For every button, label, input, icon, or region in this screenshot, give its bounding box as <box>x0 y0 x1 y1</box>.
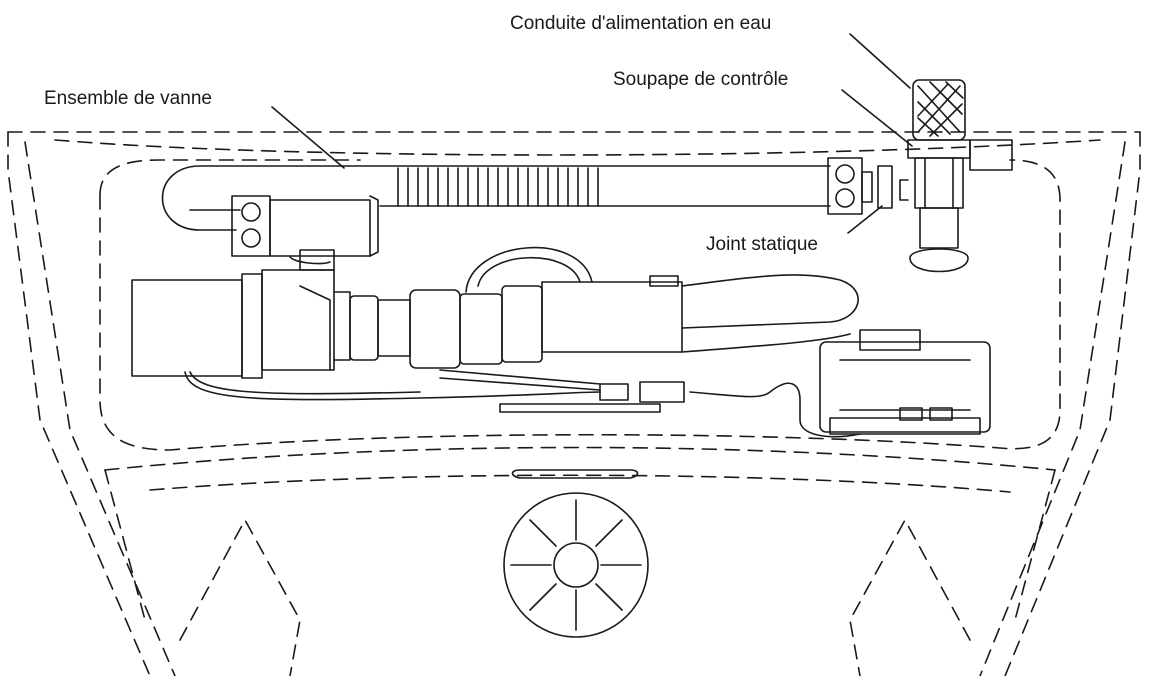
leader-check-valve <box>841 89 913 147</box>
leader-water-line <box>849 33 911 89</box>
check-valve <box>899 139 1013 273</box>
static-seal <box>861 165 893 209</box>
valve-assembly-tube <box>161 157 863 231</box>
label-valve-assembly: Ensemble de vanne <box>44 88 212 109</box>
label-check-valve: Soupape de contrôle <box>613 69 789 90</box>
housing-outline <box>7 131 1141 676</box>
water-supply-line <box>912 79 966 141</box>
leader-valve-assembly <box>271 106 345 169</box>
inlet-fitting <box>131 269 859 379</box>
label-static-seal: Joint statique <box>706 234 818 255</box>
drain-grate <box>503 469 649 638</box>
leader-static-seal <box>847 205 883 234</box>
leader-lines <box>271 33 913 234</box>
label-water-supply-line: Conduite d'alimentation en eau <box>510 13 772 34</box>
wiring <box>184 369 861 438</box>
connector-box <box>819 329 991 435</box>
float-disc <box>465 246 593 293</box>
valve-body <box>231 195 379 271</box>
